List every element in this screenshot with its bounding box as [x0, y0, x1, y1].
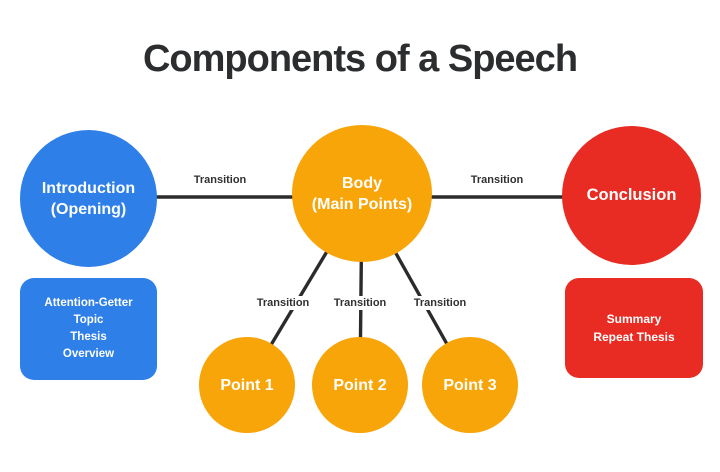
note-conclusion-line-1: Summary — [606, 312, 662, 326]
edge-label-body-point2: Transition — [327, 296, 393, 310]
note-introduction-line-1: Attention-Getter — [44, 297, 133, 309]
note-introduction-line-4: Overview — [62, 348, 115, 360]
edge-label-body-point1: Transition — [250, 296, 316, 310]
node-introduction: Introduction (Opening) — [20, 130, 157, 267]
edge-label-body-conclusion: Transition — [464, 173, 530, 187]
node-point-2: Point 2 — [312, 337, 408, 433]
edge-label-intro-body: Transition — [187, 173, 253, 187]
node-point-3-label: Point 3 — [443, 376, 497, 394]
node-body-line1: Body — [342, 174, 382, 192]
note-conclusion: Summary Repeat Thesis — [565, 278, 703, 378]
note-introduction-line-2: Topic — [73, 314, 104, 326]
node-conclusion: Conclusion — [562, 126, 701, 265]
node-body: Body (Main Points) — [292, 125, 432, 262]
node-point-1-label: Point 1 — [220, 376, 274, 394]
note-conclusion-line-2: Repeat Thesis — [593, 330, 675, 344]
node-introduction-line2: (Opening) — [50, 200, 127, 218]
note-introduction: Attention-Getter Topic Thesis Overview — [20, 278, 157, 380]
page-title: Components of a Speech — [142, 38, 578, 80]
node-introduction-line1: Introduction — [41, 179, 136, 197]
note-introduction-line-3: Thesis — [70, 331, 107, 343]
node-point-2-label: Point 2 — [333, 376, 387, 394]
node-point-3: Point 3 — [422, 337, 518, 433]
node-body-line2: (Main Points) — [311, 195, 413, 213]
edge-label-body-point3: Transition — [407, 296, 473, 310]
node-conclusion-label: Conclusion — [586, 186, 677, 204]
node-point-1: Point 1 — [199, 337, 295, 433]
